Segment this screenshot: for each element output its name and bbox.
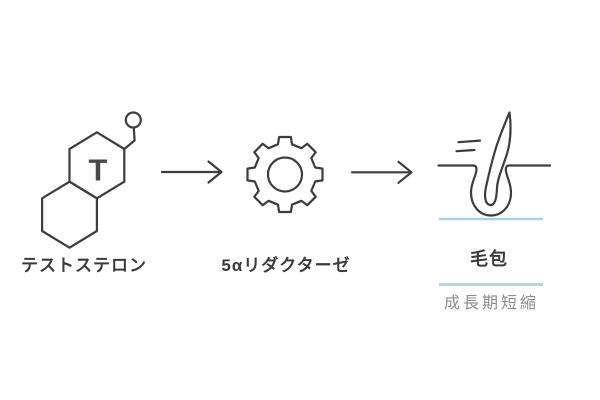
label-hair-follicle: 毛包	[470, 249, 508, 269]
molecule-letter: T	[89, 153, 108, 188]
hair-follicle-icon	[437, 111, 552, 217]
arrow-head	[207, 160, 223, 184]
arrow-head	[397, 160, 413, 184]
speed-mark	[457, 139, 482, 144]
molecule-bond	[123, 126, 136, 151]
molecule-lower-ring	[40, 180, 99, 249]
label-5a-reductase: 5αリダクターゼ	[221, 256, 351, 275]
arrow-right-icon	[160, 160, 223, 184]
speed-mark	[455, 148, 476, 153]
gear-outline	[246, 135, 324, 214]
hair-shaft	[483, 111, 512, 207]
arrow-right-icon	[350, 160, 413, 184]
label-testosterone: テストステロン	[21, 256, 147, 275]
gear-icon	[246, 135, 324, 214]
testosterone-molecule-icon: T	[40, 111, 142, 249]
molecule-hydroxyl-circle	[124, 111, 142, 129]
gear-center-hole	[266, 156, 304, 193]
label-growth-phase-shortening: 成長期短縮	[443, 295, 539, 312]
skin-and-follicle-wall	[437, 164, 552, 217]
